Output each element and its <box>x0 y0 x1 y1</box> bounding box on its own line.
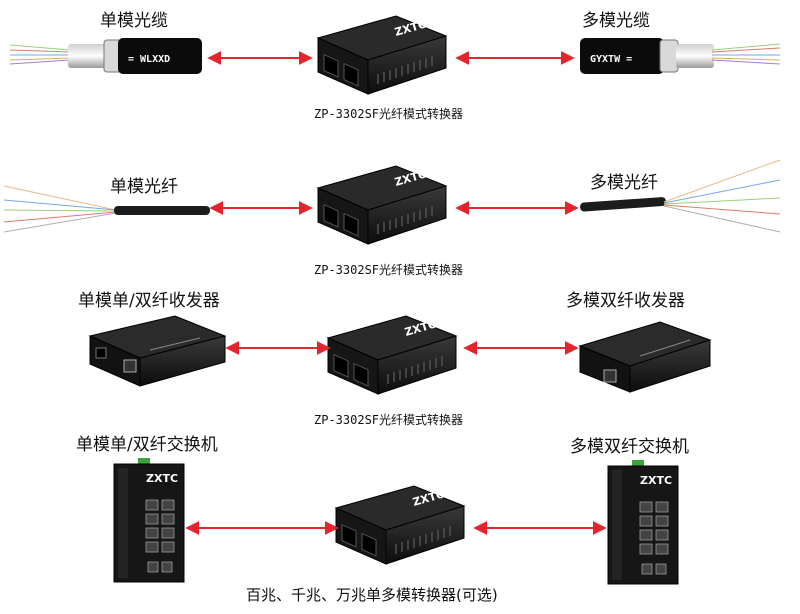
right-cable-print: GYXTW = <box>590 54 632 65</box>
row3-caption: ZP-3302SF光纤模式转换器 <box>314 412 463 427</box>
row1-left-label: 单模光缆 <box>100 11 168 31</box>
left-switch-brand: ZXTC <box>146 472 178 485</box>
row1-caption: ZP-3302SF光纤模式转换器 <box>314 106 463 121</box>
row4-left-label: 单模单/双纤交换机 <box>76 435 218 455</box>
converter-device-row4 <box>335 485 465 565</box>
single-mode-fiber-left <box>3 185 210 233</box>
row4-right-label: 多模双纤交换机 <box>570 437 689 457</box>
row3-left-label: 单模单/双纤收发器 <box>78 291 220 311</box>
multi-mode-cable-right: GYXTW = <box>580 38 781 74</box>
row1-right-label: 多模光缆 <box>582 11 650 31</box>
single-mode-transceiver-left <box>88 315 227 387</box>
multi-mode-switch-right: ZXTC <box>607 460 679 585</box>
multi-mode-transceiver-right <box>578 321 712 393</box>
row2-left-label: 单模光纤 <box>110 177 178 197</box>
single-mode-switch-left: ZXTC <box>113 458 185 583</box>
converter-device-row1 <box>317 15 447 95</box>
row2-right-label: 多模光纤 <box>590 173 658 193</box>
converter-device-row2 <box>317 165 447 245</box>
converter-device-row3 <box>327 315 457 395</box>
row4-caption: 百兆、千兆、万兆单多模转换器(可选) <box>246 586 498 604</box>
left-cable-print: = WLXXD <box>128 54 170 65</box>
right-switch-brand: ZXTC <box>640 474 672 487</box>
row2-caption: ZP-3302SF光纤模式转换器 <box>314 262 463 277</box>
row3-right-label: 多模双纤收发器 <box>566 291 685 311</box>
single-mode-cable-left: = WLXXD <box>9 38 202 74</box>
multi-mode-fiber-right <box>580 159 781 233</box>
